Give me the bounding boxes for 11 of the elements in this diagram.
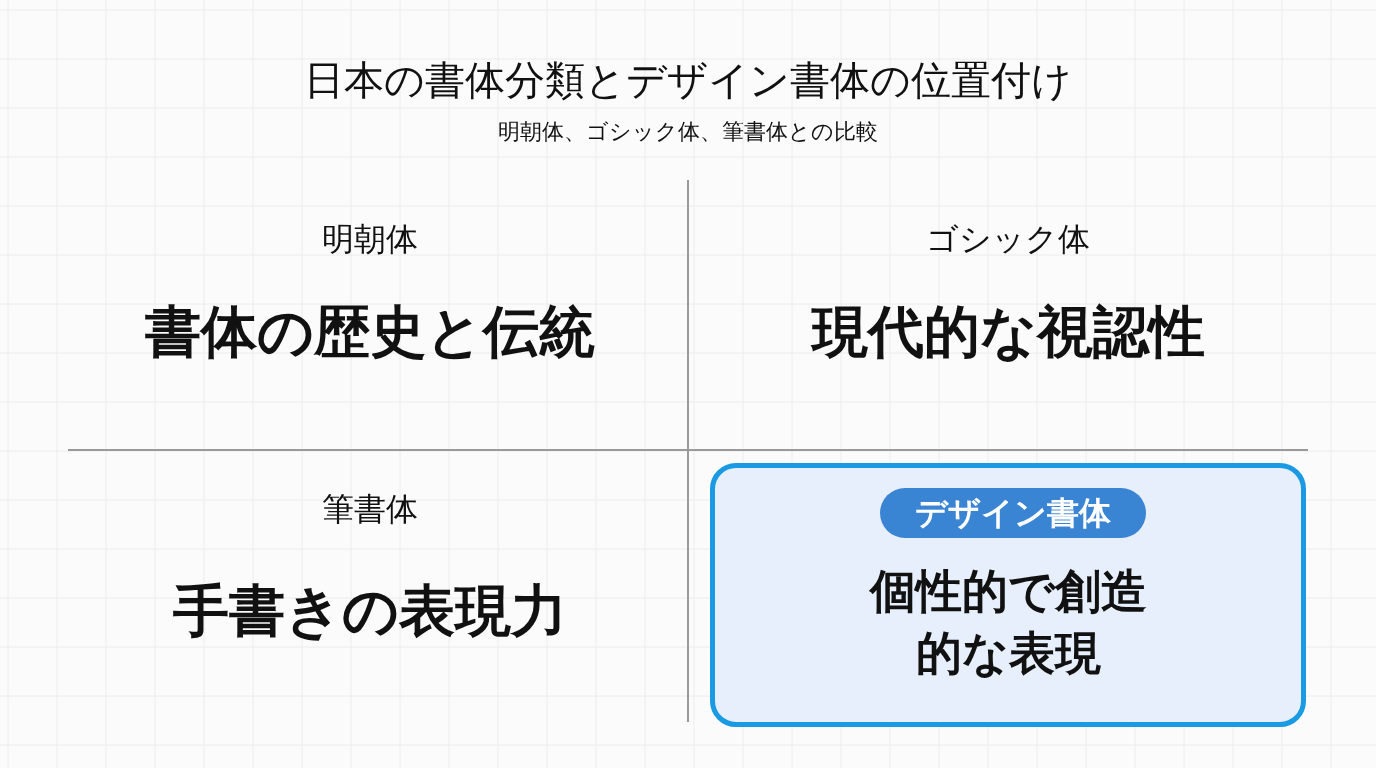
body-text: 手書きの表現力 — [173, 576, 567, 645]
highlight-box — [710, 463, 1306, 727]
tag-pill: デザイン書体 — [880, 488, 1146, 538]
heading: 明朝体 — [322, 219, 418, 260]
body-text: 個性的で創造的な表現 — [868, 563, 1148, 682]
body-text: 書体の歴史と伝統 — [145, 297, 595, 366]
heading: 筆書体 — [322, 489, 418, 530]
heading: ゴシック体 — [926, 219, 1090, 260]
body-text: 現代的な視認性 — [811, 298, 1205, 366]
subtitle: 明朝体、ゴシック体、筆書体との比較 — [498, 118, 878, 146]
title: 日本の書体分類とデザイン書体の位置付け — [304, 55, 1072, 105]
